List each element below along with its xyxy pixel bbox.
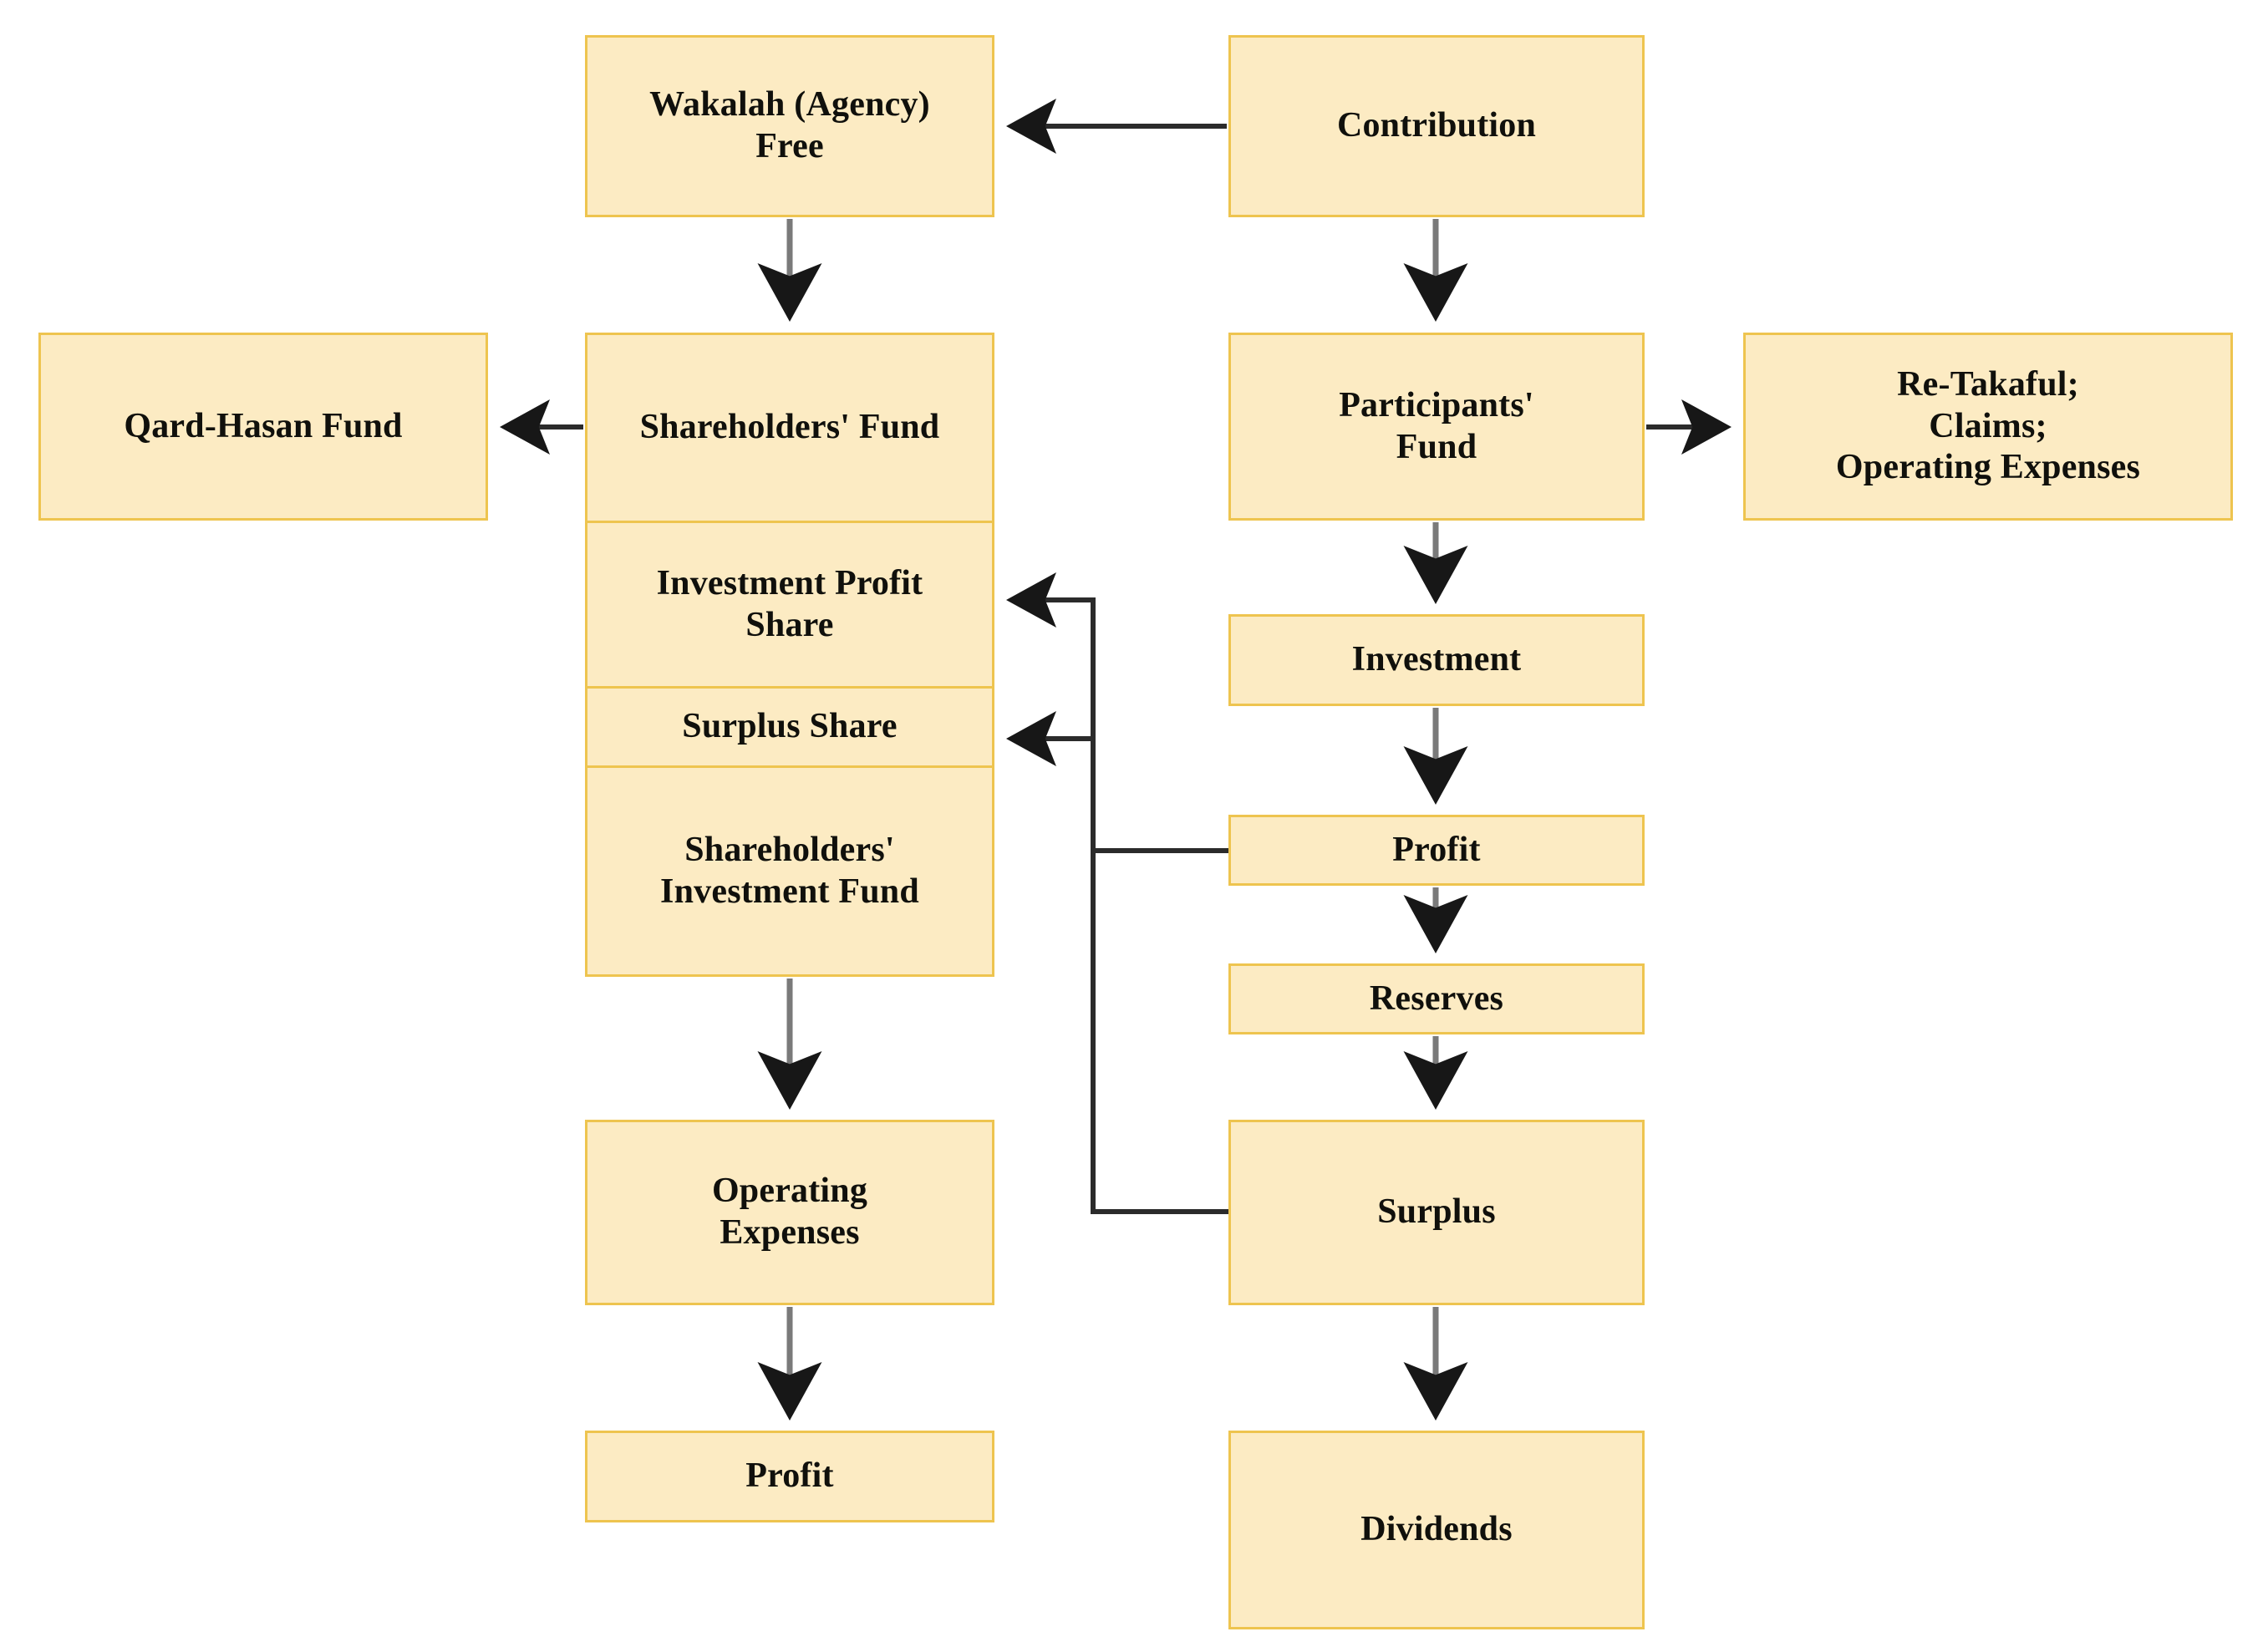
node-label: Profit bbox=[1392, 830, 1481, 869]
node-profit-shareholders[interactable]: Profit bbox=[585, 1431, 994, 1522]
node-retakaful-claims-operating-expenses[interactable]: Re-Takaful; Claims; Operating Expenses bbox=[1743, 333, 2233, 521]
node-shareholders-investment-fund[interactable]: Shareholders' Investment Fund bbox=[587, 768, 992, 974]
node-label: Qard-Hasan Fund bbox=[124, 406, 403, 445]
edge-surplus-to-surplus-share bbox=[1006, 711, 1228, 1214]
node-label: Participants' Fund bbox=[1339, 385, 1534, 466]
node-label: Investment bbox=[1351, 640, 1522, 679]
node-label: Shareholders' Fund bbox=[639, 408, 940, 447]
node-surplus[interactable]: Surplus bbox=[1228, 1120, 1645, 1305]
node-dividends[interactable]: Dividends bbox=[1228, 1431, 1645, 1629]
node-operating-expenses[interactable]: Operating Expenses bbox=[585, 1120, 994, 1305]
node-label: Profit bbox=[745, 1456, 834, 1496]
node-label: Wakalah (Agency) Free bbox=[649, 85, 930, 165]
node-label: Re-Takaful; Claims; Operating Expenses bbox=[1835, 365, 2141, 487]
node-label: Surplus bbox=[1377, 1192, 1496, 1232]
node-label: Shareholders' Investment Fund bbox=[660, 830, 919, 911]
node-contribution[interactable]: Contribution bbox=[1228, 35, 1645, 217]
node-profit-participants[interactable]: Profit bbox=[1228, 815, 1645, 886]
node-surplus-share[interactable]: Surplus Share bbox=[587, 689, 992, 768]
node-label: Investment Profit Share bbox=[656, 563, 923, 644]
node-label: Contribution bbox=[1336, 106, 1537, 145]
node-label: Dividends bbox=[1360, 1510, 1513, 1549]
node-label: Operating Expenses bbox=[711, 1172, 868, 1252]
node-shareholders-fund[interactable]: Shareholders' Fund bbox=[587, 335, 992, 523]
node-investment-profit-share[interactable]: Investment Profit Share bbox=[587, 523, 992, 689]
node-label: Surplus Share bbox=[682, 707, 898, 746]
node-qard-hasan-fund[interactable]: Qard-Hasan Fund bbox=[38, 333, 488, 521]
node-wakalah-agency-free[interactable]: Wakalah (Agency) Free bbox=[585, 35, 994, 217]
shareholders-fund-stack: Shareholders' Fund Investment Profit Sha… bbox=[585, 333, 994, 977]
node-participants-fund[interactable]: Participants' Fund bbox=[1228, 333, 1645, 521]
node-investment[interactable]: Investment bbox=[1228, 614, 1645, 706]
node-label: Reserves bbox=[1369, 978, 1504, 1018]
edge-profit-to-investment-profit-share bbox=[1006, 572, 1228, 853]
node-reserves[interactable]: Reserves bbox=[1228, 963, 1645, 1034]
